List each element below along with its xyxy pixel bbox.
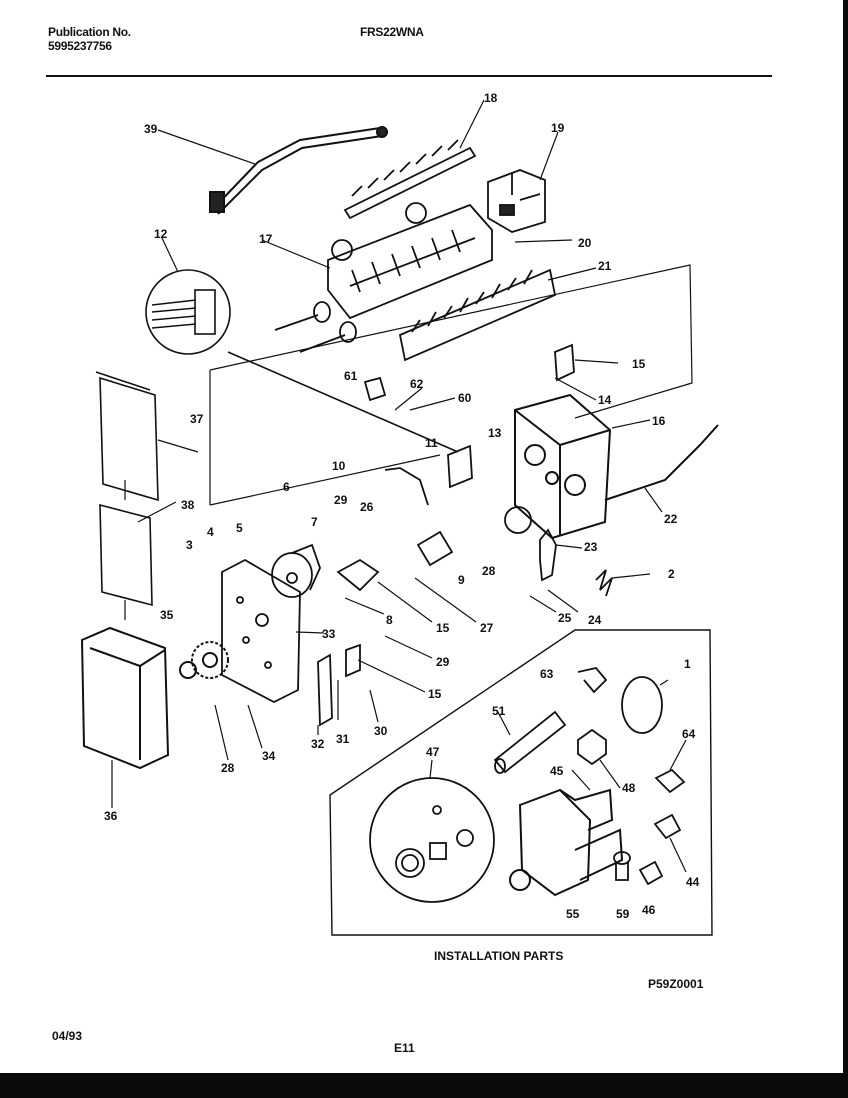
callout-10: 10 <box>332 459 346 473</box>
callout-16: 16 <box>652 414 666 428</box>
assembly-frame-bottom <box>209 454 441 506</box>
gear-part <box>179 641 229 679</box>
installation-parts-frame <box>329 629 713 936</box>
stripper-part <box>398 268 557 362</box>
thermostat-part <box>487 169 546 233</box>
callout-11: 11 <box>425 436 438 450</box>
publication-number: 5995237756 <box>48 39 112 53</box>
callout-36: 36 <box>104 809 118 823</box>
callout-15-lower: 15 <box>428 687 442 701</box>
callout-55: 55 <box>566 907 580 921</box>
assembly-frame-top <box>209 264 693 419</box>
installation-parts-title: INSTALLATION PARTS <box>434 949 563 963</box>
ejector-part <box>343 139 477 220</box>
callout-34: 34 <box>262 749 276 763</box>
callout-1: 1 <box>684 657 691 671</box>
callout-64: 64 <box>682 727 696 741</box>
scan-edge-right <box>843 0 848 1098</box>
callout-61: 61 <box>344 369 358 383</box>
callout-23: 23 <box>584 540 598 554</box>
callout-38: 38 <box>181 498 195 512</box>
scan-edge-bottom <box>0 1073 848 1098</box>
callout-60: 60 <box>458 391 472 405</box>
callout-24: 24 <box>588 613 602 627</box>
linkage-part <box>539 528 613 597</box>
callout-4: 4 <box>207 525 214 539</box>
fill-tube-part <box>209 126 388 215</box>
callout-47: 47 <box>426 745 440 759</box>
callout-33: 33 <box>322 627 336 641</box>
leader-lines <box>111 99 687 873</box>
callout-9: 9 <box>458 573 465 587</box>
callout-37: 37 <box>190 412 204 426</box>
callout-62: 62 <box>410 377 424 391</box>
callout-46: 46 <box>642 903 656 917</box>
callout-15-upper: 15 <box>632 357 646 371</box>
callout-59: 59 <box>616 907 630 921</box>
callout-27: 27 <box>480 621 494 635</box>
callout-21: 21 <box>598 259 612 273</box>
front-cover-part <box>80 626 170 770</box>
callout-2: 2 <box>668 567 675 581</box>
publication-label: Publication No. <box>48 25 131 39</box>
callout-6: 6 <box>283 480 290 494</box>
callout-labels: 39 18 19 20 21 17 12 61 62 60 15 14 16 1… <box>104 91 700 921</box>
callout-29-lower: 29 <box>436 655 450 669</box>
footer-date: 04/93 <box>52 1029 82 1043</box>
callout-44: 44 <box>686 875 700 889</box>
callout-17: 17 <box>259 232 273 246</box>
callout-28-right: 28 <box>482 564 496 578</box>
callout-3: 3 <box>186 538 193 552</box>
callout-8: 8 <box>386 613 393 627</box>
wire-harness-part <box>145 269 459 453</box>
callout-22: 22 <box>664 512 678 526</box>
callout-20: 20 <box>578 236 592 250</box>
callout-51: 51 <box>492 704 506 718</box>
callout-13: 13 <box>488 426 502 440</box>
callout-28-lower: 28 <box>221 761 235 775</box>
callout-25: 25 <box>558 611 572 625</box>
diagram-code: P59Z0001 <box>648 977 704 991</box>
model-number: FRS22WNA <box>360 25 424 39</box>
manual-part <box>95 371 159 607</box>
callout-7: 7 <box>311 515 318 529</box>
callout-29-upper: 29 <box>334 493 348 507</box>
callout-18: 18 <box>484 91 498 105</box>
callout-5: 5 <box>236 521 243 535</box>
clamp-part <box>577 667 686 886</box>
callout-35: 35 <box>160 608 174 622</box>
callout-39: 39 <box>144 122 158 136</box>
callout-32: 32 <box>311 737 325 751</box>
strainer-detail <box>369 777 495 903</box>
motor-part <box>271 543 321 598</box>
feeler-arm-part <box>604 424 719 501</box>
callout-15-middle: 15 <box>436 621 450 635</box>
callout-45: 45 <box>550 764 564 778</box>
callout-12: 12 <box>154 227 168 241</box>
callout-48: 48 <box>622 781 636 795</box>
housing-part <box>514 393 612 540</box>
callout-63: 63 <box>540 667 554 681</box>
valve-part <box>509 788 624 897</box>
compression-nut-part <box>577 728 607 766</box>
mounting-plate-part <box>221 558 301 704</box>
callout-31: 31 <box>336 732 350 746</box>
ice-mold-part <box>274 202 493 353</box>
callout-30: 30 <box>374 724 388 738</box>
callout-14: 14 <box>598 393 612 407</box>
callout-19: 19 <box>551 121 565 135</box>
water-tube-part <box>493 710 567 774</box>
callout-26-upper: 26 <box>360 500 374 514</box>
footer-page: E11 <box>394 1041 415 1055</box>
